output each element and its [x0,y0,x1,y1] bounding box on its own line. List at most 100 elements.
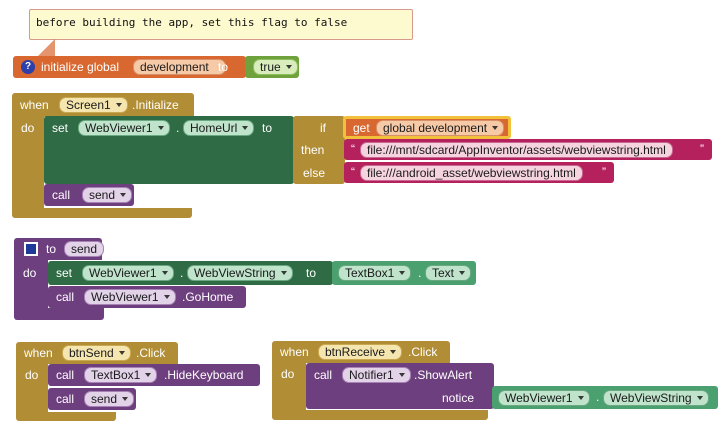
dot-label: . [176,121,180,135]
when-label: when [20,98,49,112]
mutator-gear-icon[interactable] [24,242,38,256]
chevron-down-icon [285,65,292,69]
when-label: when [280,345,309,359]
question-mark-icon[interactable]: ? [21,60,35,74]
chevron-down-icon [280,271,287,275]
chevron-down-icon [120,193,127,197]
component-dropdown-webviewer[interactable]: WebViewer1 [84,289,176,305]
btnreceive-click-event-block[interactable]: when btnReceive .Click [272,341,450,363]
procedure-do-column: do [14,260,48,310]
btnreceive-do-column: do [272,363,306,413]
method-name: .GoHome [182,290,234,304]
do-label: do [281,367,295,381]
btnreceive-footer [272,410,488,420]
procedure-dropdown-send[interactable]: send [84,391,135,407]
procedure-name-field[interactable]: send [64,241,105,257]
component-dropdown-btnsend[interactable]: btnSend [62,345,131,361]
to-label: to [46,242,57,256]
component-dropdown-textbox1[interactable]: TextBox1 [84,367,158,383]
boolean-true-block[interactable]: true [245,56,299,78]
if-then-else-block[interactable]: if then else [293,116,345,184]
component-dropdown-webviewer[interactable]: WebViewer1 [82,265,174,281]
call-label: call [56,290,75,304]
procedure-footer [14,308,104,320]
else-string-block[interactable]: “ file:///android_asset/webviewstring.ht… [344,162,614,183]
variable-dropdown-global-development[interactable]: global development [376,120,505,136]
then-string-value[interactable]: file:///mnt/sdcard/AppInventor/assets/we… [360,142,673,158]
event-name: .Initialize [132,98,179,112]
chevron-down-icon [118,351,125,355]
chevron-down-icon [157,126,164,130]
chevron-down-icon [161,271,168,275]
call-label: call [52,188,71,202]
btnsend-do-column: do [16,364,48,414]
property-dropdown-homeurl[interactable]: HomeUrl [183,120,255,136]
chevron-down-icon [398,373,405,377]
boolean-value-dropdown[interactable]: true [253,59,298,75]
call-hidekeyboard-block[interactable]: call TextBox1 .HideKeyboard [48,364,260,386]
set-label: set [52,121,69,135]
close-quote: ” [602,165,606,179]
component-dropdown-webviewer[interactable]: WebViewer1 [78,120,170,136]
component-dropdown-btnreceive[interactable]: btnReceive [318,344,403,360]
when-label: when [24,346,53,360]
property-dropdown-text[interactable]: Text [425,265,472,281]
component-dropdown-textbox1[interactable]: TextBox1 [338,265,412,281]
call-label: call [56,392,75,406]
screen-initialize-event-block[interactable]: when Screen1 .Initialize [12,93,194,117]
webviewstring-getter-block[interactable]: WebViewer1 . WebViewString [492,386,718,409]
btnsend-click-event-block[interactable]: when btnSend .Click [16,342,178,364]
initialize-global-label: initialize global [41,60,120,74]
chevron-down-icon [577,396,584,400]
event-block-footer [12,208,192,218]
if-label: if [320,121,326,135]
else-label: else [303,166,326,180]
component-dropdown-screen1[interactable]: Screen1 [59,97,128,113]
initialize-global-block[interactable]: ? initialize global development to [13,56,246,78]
method-name: .ShowAlert [414,368,473,382]
set-webviewstring-block[interactable]: set WebViewer1 . WebViewString to [48,261,333,285]
then-string-block[interactable]: “ file:///mnt/sdcard/AppInventor/assets/… [344,139,712,160]
global-variable-name[interactable]: development [133,59,226,75]
to-label: to [218,60,229,74]
else-string-value[interactable]: file:///android_asset/webviewstring.html [360,165,583,181]
get-global-development-block[interactable]: get global development [343,116,511,139]
comment-text: before building the app, set this flag t… [36,16,348,29]
btnsend-footer [16,412,116,421]
procedure-send-block[interactable]: to send [14,238,105,260]
component-dropdown-notifier1[interactable]: Notifier1 [342,367,411,383]
do-label: do [23,266,37,280]
call-send-block[interactable]: call send [44,184,134,206]
chevron-down-icon [163,295,170,299]
call-send-block[interactable]: call send [48,388,136,410]
call-gohome-block[interactable]: call WebViewer1 .GoHome [48,286,246,308]
procedure-dropdown-send[interactable]: send [82,187,133,203]
chevron-down-icon [122,397,129,401]
chevron-down-icon [390,350,397,354]
component-dropdown-webviewer[interactable]: WebViewer1 [498,390,590,406]
then-label: then [301,143,325,157]
do-column: do [12,117,44,209]
comment-bubble[interactable]: before building the app, set this flag t… [29,9,413,40]
notice-label: notice [442,391,475,405]
property-dropdown-webviewstring[interactable]: WebViewString [187,265,293,281]
call-showalert-block[interactable]: call Notifier1 .ShowAlert notice [306,363,494,409]
chevron-down-icon [145,373,152,377]
set-label: set [56,266,73,280]
method-name: .HideKeyboard [164,368,244,382]
do-label: do [21,121,35,135]
set-homeurl-block[interactable]: set WebViewer1 . HomeUrl to [44,116,294,184]
chevron-down-icon [459,271,466,275]
chevron-down-icon [115,103,122,107]
to-label: to [262,121,273,135]
close-quote: ” [700,142,704,156]
event-name: .Click [408,345,438,359]
call-label: call [56,368,75,382]
textbox-text-getter-block[interactable]: TextBox1 . Text [332,261,476,285]
open-quote: “ [351,165,355,179]
to-label: to [306,266,317,280]
chevron-down-icon [399,271,406,275]
chevron-down-icon [696,396,703,400]
property-dropdown-webviewstring[interactable]: WebViewString [603,390,709,406]
chevron-down-icon [492,126,499,130]
